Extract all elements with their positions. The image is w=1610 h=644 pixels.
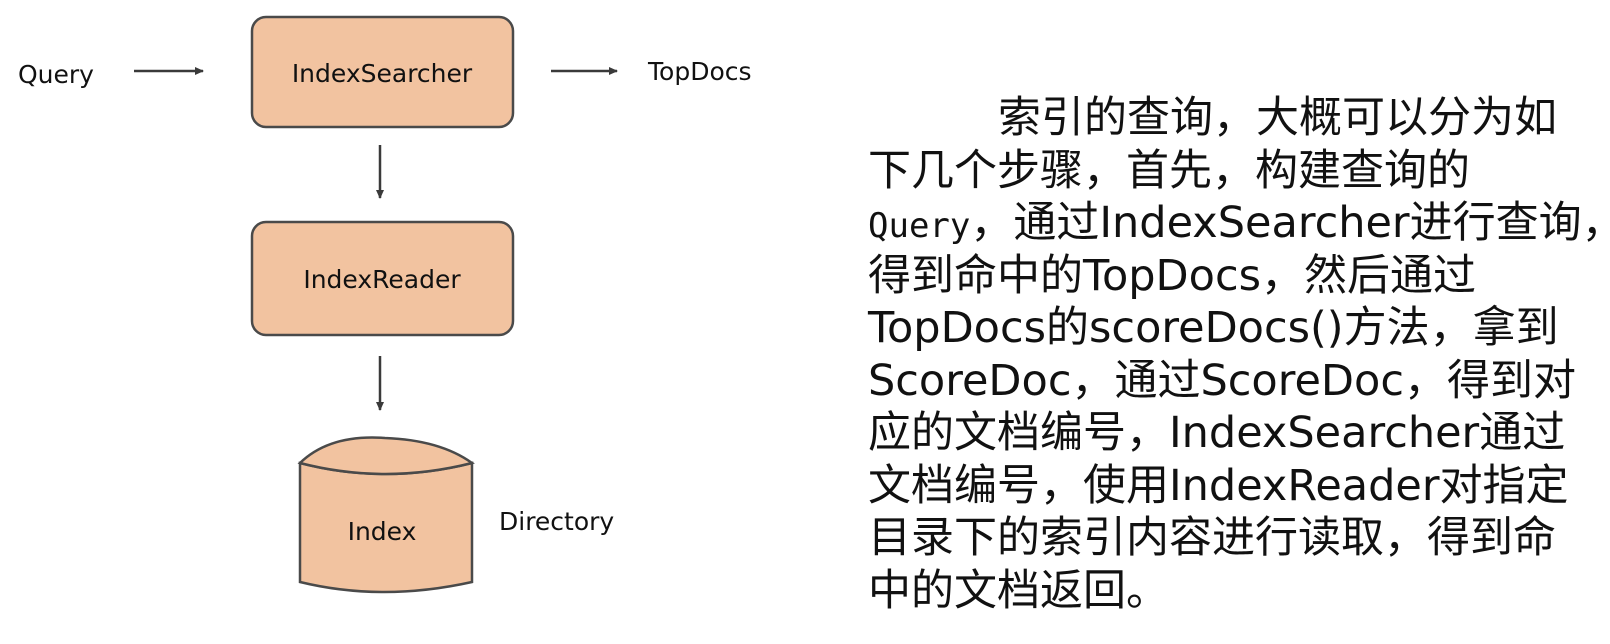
- index-searcher-box: [250, 15, 515, 129]
- description-paragraph: 索引的查询，大概可以分为如 下几个步骤，首先，构建查询的 Query，通过Ind…: [868, 92, 1610, 617]
- description-line: TopDocs的scoreDocs()方法，拿到: [868, 303, 1559, 353]
- description-line: Query，通过IndexSearcher进行查询，: [868, 198, 1610, 248]
- flow-diagram: Query IndexSearcher TopDocs IndexReader …: [18, 15, 752, 594]
- index-cylinder-top: [297, 436, 475, 476]
- description-line: 目录下的索引内容进行读取，得到命: [868, 513, 1556, 563]
- index-reader-label: IndexReader: [303, 265, 461, 294]
- query-label: Query: [18, 60, 94, 89]
- description-line: 得到命中的TopDocs，然后通过: [868, 250, 1477, 301]
- description-line: ScoreDoc，通过ScoreDoc，得到对: [868, 355, 1576, 406]
- description-line: 索引的查询，大概可以分为如: [998, 93, 1557, 143]
- description-query-word: Query: [868, 206, 971, 246]
- directory-label: Directory: [499, 507, 614, 536]
- index-searcher-node: IndexSearcher: [250, 15, 515, 129]
- topdocs-label: TopDocs: [647, 57, 752, 86]
- index-label: Index: [348, 517, 417, 546]
- description-line: 下几个步骤，首先，构建查询的: [868, 145, 1470, 196]
- index-reader-box: [250, 220, 515, 337]
- description-line: 中的文档返回。: [868, 565, 1169, 616]
- index-searcher-label: IndexSearcher: [292, 59, 473, 88]
- index-reader-node: IndexReader: [250, 220, 515, 337]
- description-line: 文档编号，使用IndexReader对指定: [868, 460, 1569, 511]
- description-line: 应的文档编号，IndexSearcher通过: [868, 408, 1566, 458]
- index-cylinder: Index: [297, 436, 475, 594]
